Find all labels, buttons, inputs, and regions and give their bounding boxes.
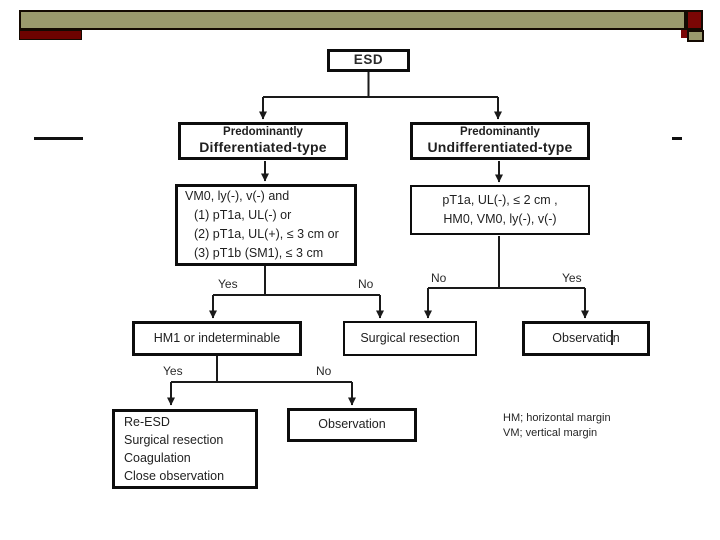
undifferentiated-type-box: Predominantly Undifferentiated-type bbox=[410, 122, 590, 160]
text-cursor bbox=[611, 330, 613, 345]
differentiated-line2: Differentiated-type bbox=[199, 139, 327, 156]
header-right-small-tan bbox=[687, 30, 704, 42]
observation-bottom-box: Observation bbox=[287, 408, 417, 442]
re-esd-line: Surgical resection bbox=[124, 433, 224, 447]
differentiated-line1: Predominantly bbox=[223, 126, 303, 139]
left-criteria-line: (2) pT1a, UL(+), ≤ 3 cm or bbox=[194, 227, 339, 241]
connector-esd-split bbox=[263, 72, 498, 98]
re-esd-line: Coagulation bbox=[124, 451, 191, 465]
legend-line-hm: HM; horizontal margin bbox=[503, 412, 611, 424]
surgical-resection-label: Surgical resection bbox=[360, 330, 460, 345]
undifferentiated-line1: Predominantly bbox=[460, 126, 540, 139]
header-right-small-red bbox=[681, 30, 688, 38]
hm1-indeterminable-box: HM1 or indeterminable bbox=[132, 321, 302, 356]
left-criteria-line: (1) pT1a, UL(-) or bbox=[194, 208, 292, 222]
header-left-underbar bbox=[19, 30, 82, 40]
header-accent-square bbox=[686, 10, 703, 30]
right-edge-dash bbox=[672, 137, 682, 140]
right-criteria-line: HM0, VM0, ly(-), v(-) bbox=[443, 212, 557, 226]
left-criteria-box: VM0, ly(-), v(-) and (1) pT1a, UL(-) or … bbox=[175, 184, 357, 266]
header-bar bbox=[19, 10, 686, 30]
right-criteria-line: pT1a, UL(-), ≤ 2 cm , bbox=[442, 193, 558, 207]
observation-right-label: Observation bbox=[552, 330, 620, 345]
observation-bottom-label: Observation bbox=[318, 417, 386, 432]
re-esd-box: Re-ESD Surgical resection Coagulation Cl… bbox=[112, 409, 258, 489]
esd-root-box: ESD bbox=[327, 49, 410, 72]
left-criteria-line: VM0, ly(-), v(-) and bbox=[185, 189, 290, 203]
esd-root-label: ESD bbox=[353, 52, 384, 68]
right-yes-label: Yes bbox=[562, 271, 582, 285]
legend-line-vm: VM; vertical margin bbox=[503, 427, 598, 439]
left-criteria-line: (3) pT1b (SM1), ≤ 3 cm bbox=[194, 246, 324, 260]
surgical-resection-box: Surgical resection bbox=[343, 321, 477, 356]
hm1-no-label: No bbox=[316, 364, 332, 378]
undifferentiated-line2: Undifferentiated-type bbox=[427, 139, 573, 156]
connector-left-criteria-split bbox=[213, 266, 380, 296]
left-no-label: No bbox=[358, 277, 374, 291]
left-edge-dash bbox=[34, 137, 83, 140]
right-no-label: No bbox=[431, 271, 447, 285]
hm1-indeterminable-label: HM1 or indeterminable bbox=[153, 330, 281, 345]
observation-right-box: Observation bbox=[522, 321, 650, 356]
left-yes-label: Yes bbox=[218, 277, 238, 291]
hm1-yes-label: Yes bbox=[163, 364, 183, 378]
margin-legend: HM; horizontal margin VM; vertical margi… bbox=[503, 411, 611, 441]
re-esd-line: Close observation bbox=[124, 469, 225, 483]
re-esd-line: Re-ESD bbox=[124, 415, 170, 429]
right-criteria-box: pT1a, UL(-), ≤ 2 cm , HM0, VM0, ly(-), v… bbox=[410, 185, 590, 235]
differentiated-type-box: Predominantly Differentiated-type bbox=[178, 122, 348, 160]
